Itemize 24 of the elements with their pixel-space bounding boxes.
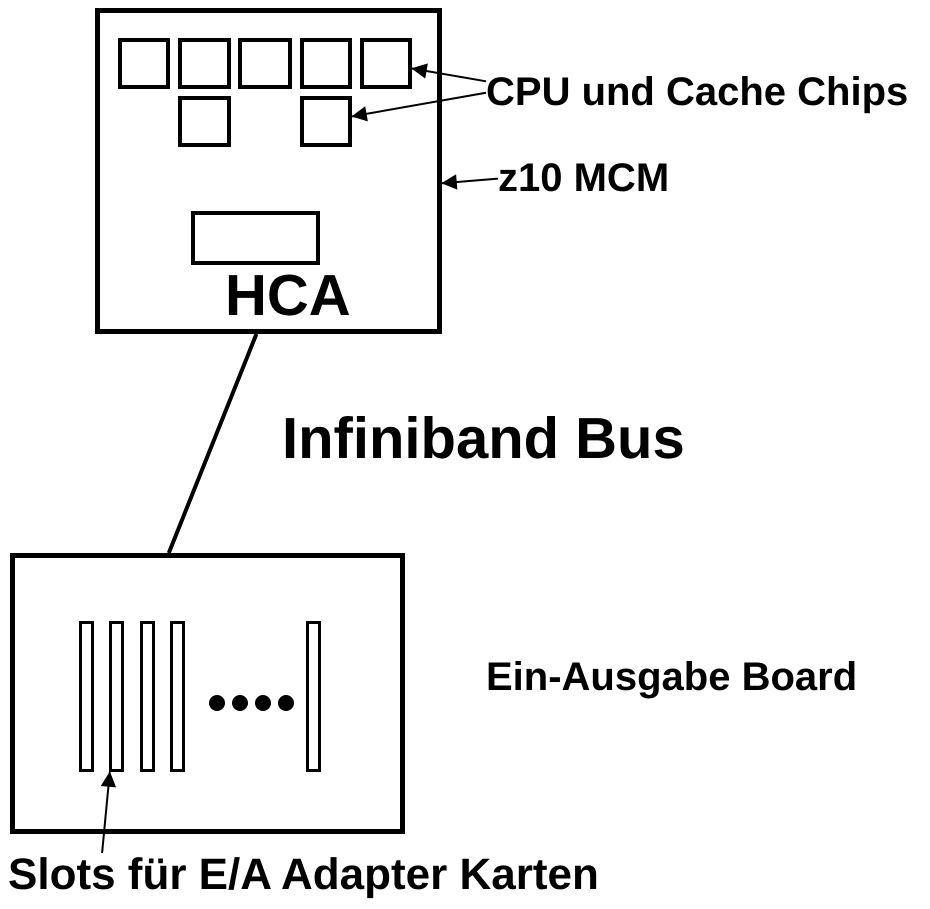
slot [170, 621, 185, 772]
callout-text: Slots für E/A Adapter Karten [8, 853, 599, 897]
chip [300, 96, 352, 147]
callout-text: CPU und Cache Chips [486, 72, 908, 112]
slot [109, 621, 124, 772]
board-caption: Ein-Ausgabe Board [486, 657, 858, 697]
leader-arrow [351, 92, 486, 122]
mcm-board [95, 8, 442, 334]
leader-arrow [100, 771, 116, 854]
chip [178, 38, 231, 89]
chip [360, 38, 412, 89]
io-board [10, 553, 405, 834]
slot [140, 621, 155, 772]
chip [238, 38, 292, 89]
bus-line [166, 333, 258, 554]
slot [79, 621, 94, 772]
chip [178, 96, 231, 147]
slot [306, 621, 321, 772]
chip [118, 38, 170, 89]
leader-arrow [441, 174, 498, 190]
chip-label: HCA [225, 267, 351, 325]
leader-arrow [411, 63, 486, 82]
callout-text: z10 MCM [498, 158, 670, 198]
chip [300, 38, 352, 89]
